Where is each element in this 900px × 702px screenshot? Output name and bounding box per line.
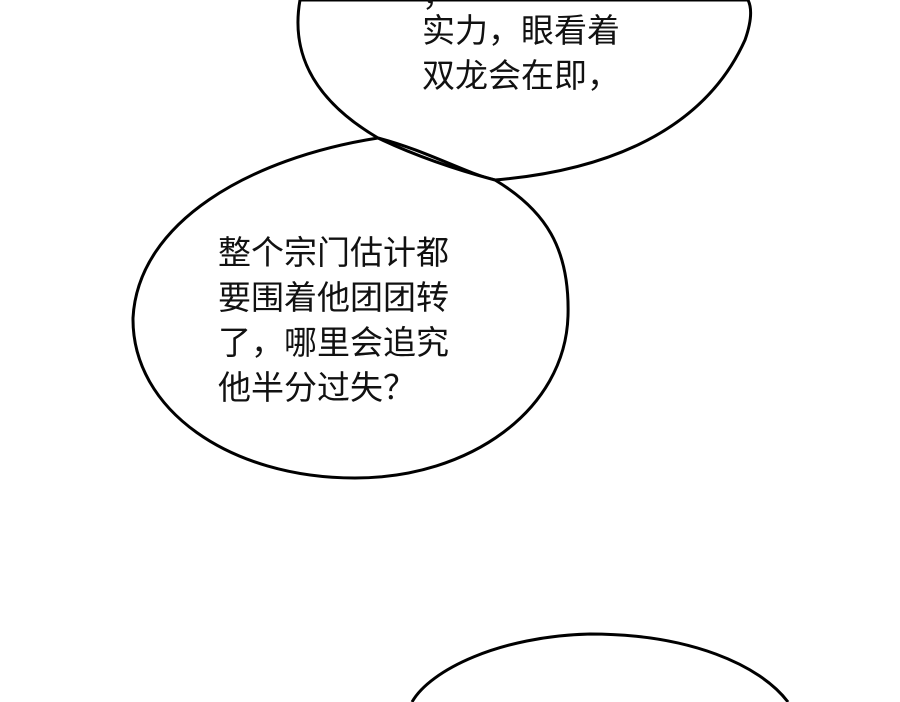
bubble-text-line: 整个宗门估计都 [218, 233, 449, 272]
speech-bubble-bottom [410, 632, 790, 702]
bubble-text-line: 实力，眼看着 [422, 11, 620, 50]
speech-bubble-middle [131, 136, 570, 480]
bubble-text-line: 他半分过失？ [218, 368, 416, 407]
bubble-text-line: 双龙会在即， [422, 56, 620, 95]
bubble-text-line: 要围着他团团转 [218, 278, 449, 317]
speech-bubble-top-text: ， 实力，眼看着 双龙会在即， [422, 0, 620, 98]
clipped-text-line: ， [422, 0, 455, 17]
speech-bubble-middle-text: 整个宗门估计都 要围着他团团转 了，哪里会追究 他半分过失？ [218, 230, 449, 410]
bubble-text-line: 了，哪里会追究 [218, 323, 449, 362]
